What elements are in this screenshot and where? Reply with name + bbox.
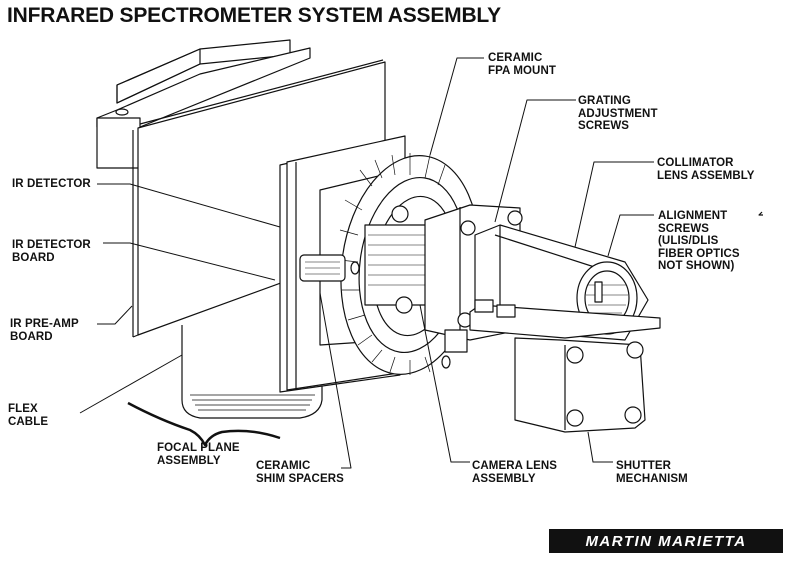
label-ceramic-fpa-mount: CERAMIC FPA MOUNT xyxy=(488,52,556,77)
shutter-mechanism xyxy=(514,337,646,433)
diagram-title: INFRARED SPECTROMETER SYSTEM ASSEMBLY xyxy=(7,4,501,27)
label-ir-detector: IR DETECTOR xyxy=(12,178,91,190)
label-collimator-lens-assembly: COLLIMATOR LENS ASSEMBLY xyxy=(657,157,755,182)
martin-marietta-logo: MARTIN MARIETTA xyxy=(549,529,783,553)
collimator-lens-assembly xyxy=(469,224,661,341)
label-focal-plane-assembly: FOCAL PLANE ASSEMBLY xyxy=(157,442,240,467)
stray-mark xyxy=(758,211,763,216)
label-shutter-mechanism: SHUTTER MECHANISM xyxy=(616,460,688,485)
leader-lines xyxy=(79,57,654,469)
label-ir-detector-board: IR DETECTOR BOARD xyxy=(12,239,91,264)
label-ir-preamp-board: IR PRE-AMP BOARD xyxy=(10,318,79,343)
label-camera-lens-assembly: CAMERA LENS ASSEMBLY xyxy=(472,460,558,485)
label-ceramic-shim-spacers: CERAMIC SHIM SPACERS xyxy=(256,460,344,485)
label-alignment-screws: ALIGNMENT SCREWS (ULIS/DLIS FIBER OPTICS… xyxy=(658,210,740,272)
label-grating-adjustment-screws: GRATING ADJUSTMENT SCREWS xyxy=(578,95,658,132)
label-flex-cable: FLEX CABLE xyxy=(8,403,49,428)
